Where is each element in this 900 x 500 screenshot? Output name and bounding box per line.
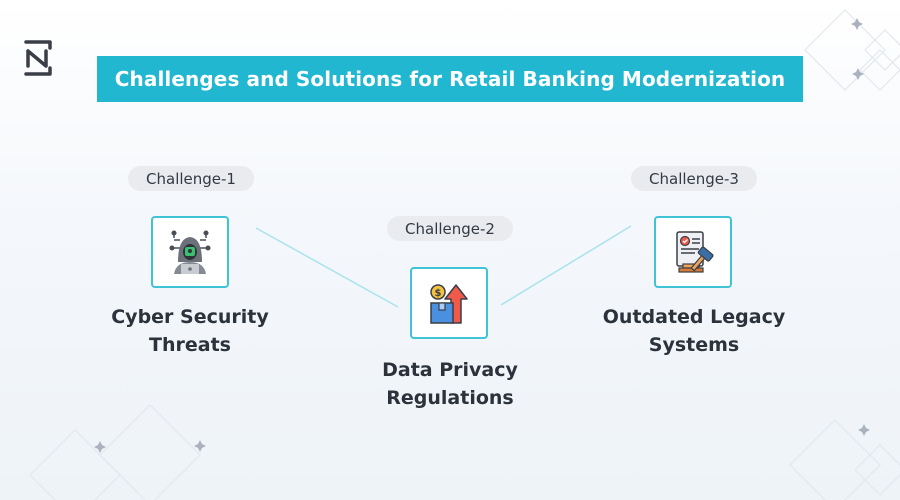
challenge-2-tag: Challenge-2 xyxy=(387,216,513,241)
challenge-1-tag: Challenge-1 xyxy=(128,166,254,191)
challenge-2-label-line-1: Data Privacy xyxy=(382,359,518,381)
challenge-3-icon-box xyxy=(654,216,732,288)
data-growth-icon: $ xyxy=(430,284,468,324)
challenge-1-label-line-1: Cyber Security xyxy=(111,306,269,328)
challenge-3-label-line-1: Outdated Legacy xyxy=(602,306,786,328)
sparkle-icon xyxy=(851,18,863,30)
connector-line-2-3 xyxy=(500,225,632,306)
deco-diamond xyxy=(864,29,900,71)
sparkle-icon xyxy=(194,440,206,452)
deco-diamond xyxy=(854,444,900,496)
challenge-2-label-line-2: Regulations xyxy=(386,387,514,409)
challenge-1-icon-box xyxy=(151,216,229,288)
deco-diamond xyxy=(789,419,881,500)
deco-diamond xyxy=(99,404,201,500)
connector-line-1-2 xyxy=(255,227,399,308)
page-title: Challenges and Solutions for Retail Bank… xyxy=(97,56,803,102)
sparkle-icon xyxy=(852,68,864,80)
challenge-3-tag: Challenge-3 xyxy=(631,166,757,191)
challenge-3-label-line-2: Systems xyxy=(648,334,740,356)
sparkle-icon xyxy=(94,441,106,453)
sparkle-icon xyxy=(858,424,870,436)
svg-text:$: $ xyxy=(435,288,442,299)
brand-logo xyxy=(24,40,52,76)
challenge-1-label: Cyber Security Threats xyxy=(90,303,290,359)
challenge-3-label: Outdated Legacy Systems xyxy=(594,303,794,359)
hacker-icon xyxy=(169,230,211,274)
legal-document-gavel-icon xyxy=(676,231,714,273)
challenge-2-label: Data Privacy Regulations xyxy=(350,356,550,412)
deco-diamond xyxy=(859,49,900,91)
deco-diamond xyxy=(804,9,886,91)
challenge-2-icon-box: $ xyxy=(410,267,488,339)
challenge-1-label-line-2: Threats xyxy=(149,334,231,356)
